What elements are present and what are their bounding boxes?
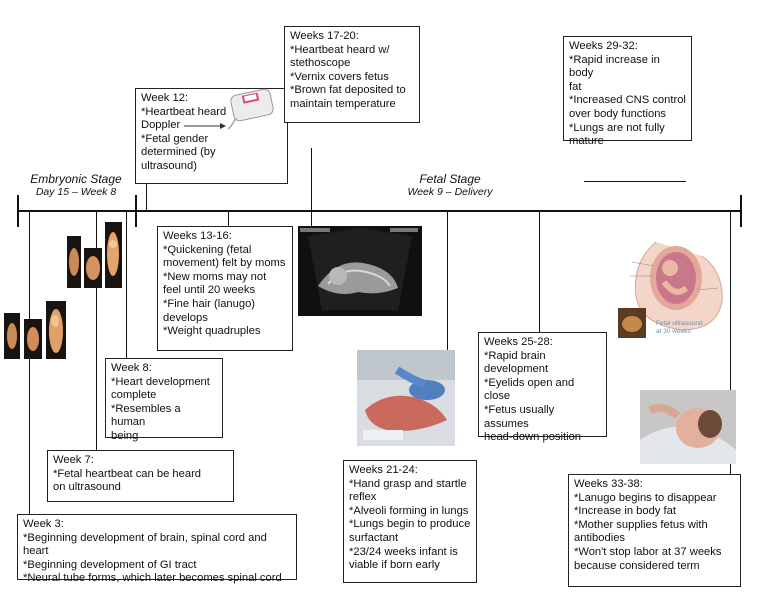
embryonic-stage-range: Day 15 – Week 8 [35,186,117,198]
connector-week13 [228,212,229,226]
box-line: *New moms may not feel until 20 weeks [163,270,267,297]
box-line: *Lanugo begins to disappear [574,491,717,504]
box-line: *Eyelids open and close [484,376,575,403]
box-title: Weeks 33-38: [574,478,643,490]
premature-infant-photo [357,350,455,446]
fetal-stage-name: Fetal Stage [419,172,481,186]
box-line: *Brown fat deposited to maintain tempera… [290,84,406,110]
arrow-right-icon [184,123,226,129]
connector-week7 [96,212,97,450]
embryo-images-week-7 [67,222,122,288]
box-line: Doppler [141,119,181,132]
box-title: Week 7: [53,454,94,466]
box-line: *Beginning development of GI tract [23,558,197,571]
box-line: *Heartbeat heard w/ stethoscope [290,43,390,70]
box-line: *Fetal heartbeat can be heard on ultraso… [53,467,202,494]
ultrasound-image [298,226,422,316]
box-line: *Mother supplies fetus with antibodies [574,518,708,545]
box-title: Week 8: [111,362,152,374]
box-line: *Resembles a human being [111,402,181,442]
box-line: *Neural tube forms, which later becomes … [23,572,282,585]
box-line: *Weight quadruples [163,325,261,338]
box-line: *Fetus usually assumes head-down positio… [484,403,582,444]
timeline-end-tick [740,195,742,227]
info-box-weeks-29-32: Weeks 29-32: *Rapid increase in body fat… [563,36,692,147]
fetal-stage-range: Week 9 – Delivery [407,186,493,198]
box-line: *Heartbeat heard [141,105,227,118]
box-line: *Fetal gender determined (by ultrasound) [141,132,216,172]
box-line: *Lungs are not fully mature [569,121,665,148]
connector-week8 [126,212,127,358]
box-line: *Alveoli forming in lungs [349,504,469,517]
info-box-weeks-25-28: Weeks 25-28: *Rapid brain development *E… [478,332,607,443]
decorative-line [584,181,686,182]
box-title: Weeks 21-24: [349,464,418,476]
box-line: *Won't stop labor at 37 weeks because co… [574,545,722,572]
info-box-weeks-13-16: Weeks 13-16: *Quickening (fetal movement… [157,226,293,351]
box-line: *Fine hair (lanugo) develops [163,297,256,324]
connector-week25 [539,212,540,332]
figure-caption: Fetal ultrasound at 30 weeks [656,320,703,335]
info-box-weeks-17-20: Weeks 17-20: *Heartbeat heard w/ stethos… [284,26,420,123]
connector-week17 [311,148,312,226]
info-box-week-8: Week 8: *Heart development complete *Res… [105,358,223,442]
embryonic-stage-name: Embryonic Stage [30,172,122,186]
connector-week3 [29,212,30,514]
info-box-week-3: Week 3: *Beginning development of brain,… [17,514,297,584]
connector-week12 [146,184,147,210]
box-line: *Beginning development of brain, spinal … [23,531,267,558]
box-line: *Heart development complete [111,375,210,402]
box-line: *Hand grasp and startle reflex [349,477,467,504]
box-title: Week 12: [141,92,189,104]
box-title: Weeks 17-20: [290,30,359,42]
timeline-axis [17,210,742,212]
box-line: *Lungs begin to produce surfactant [349,518,471,544]
box-line: *Increase in body fat [574,505,676,518]
box-line: *Vernix covers fetus [290,70,389,83]
fetus-in-womb-illustration [618,241,723,338]
box-line: *23/24 weeks infant is viable if born ea… [349,545,458,572]
box-title: Weeks 13-16: [163,230,232,242]
stage-divider-tick [135,195,137,227]
info-box-weeks-21-24: Weeks 21-24: *Hand grasp and startle ref… [343,460,477,583]
box-title: Weeks 25-28: [484,336,553,348]
box-line: *Quickening (fetal movement) felt by mom… [163,243,286,270]
connector-week21 [447,212,448,350]
box-line: *Rapid brain development [484,349,549,376]
box-title: Weeks 29-32: [569,40,638,52]
connector-week33 [730,212,731,474]
newborn-photo [640,390,736,464]
info-box-week-7: Week 7: *Fetal heartbeat can be heard on… [47,450,234,502]
box-line: *Rapid increase in body fat [569,53,660,93]
fetal-stage-label: Fetal Stage Week 9 – Delivery [380,172,520,198]
embryonic-stage-label: Embryonic Stage Day 15 – Week 8 [20,172,132,198]
timeline-start-tick [17,195,19,227]
box-title: Week 3: [23,518,64,530]
doppler-device-icon [227,88,274,130]
info-box-weeks-33-38: Weeks 33-38: *Lanugo begins to disappear… [568,474,741,587]
box-line: *Increased CNS control over body functio… [569,94,686,120]
embryo-images-week-3 [4,301,66,359]
